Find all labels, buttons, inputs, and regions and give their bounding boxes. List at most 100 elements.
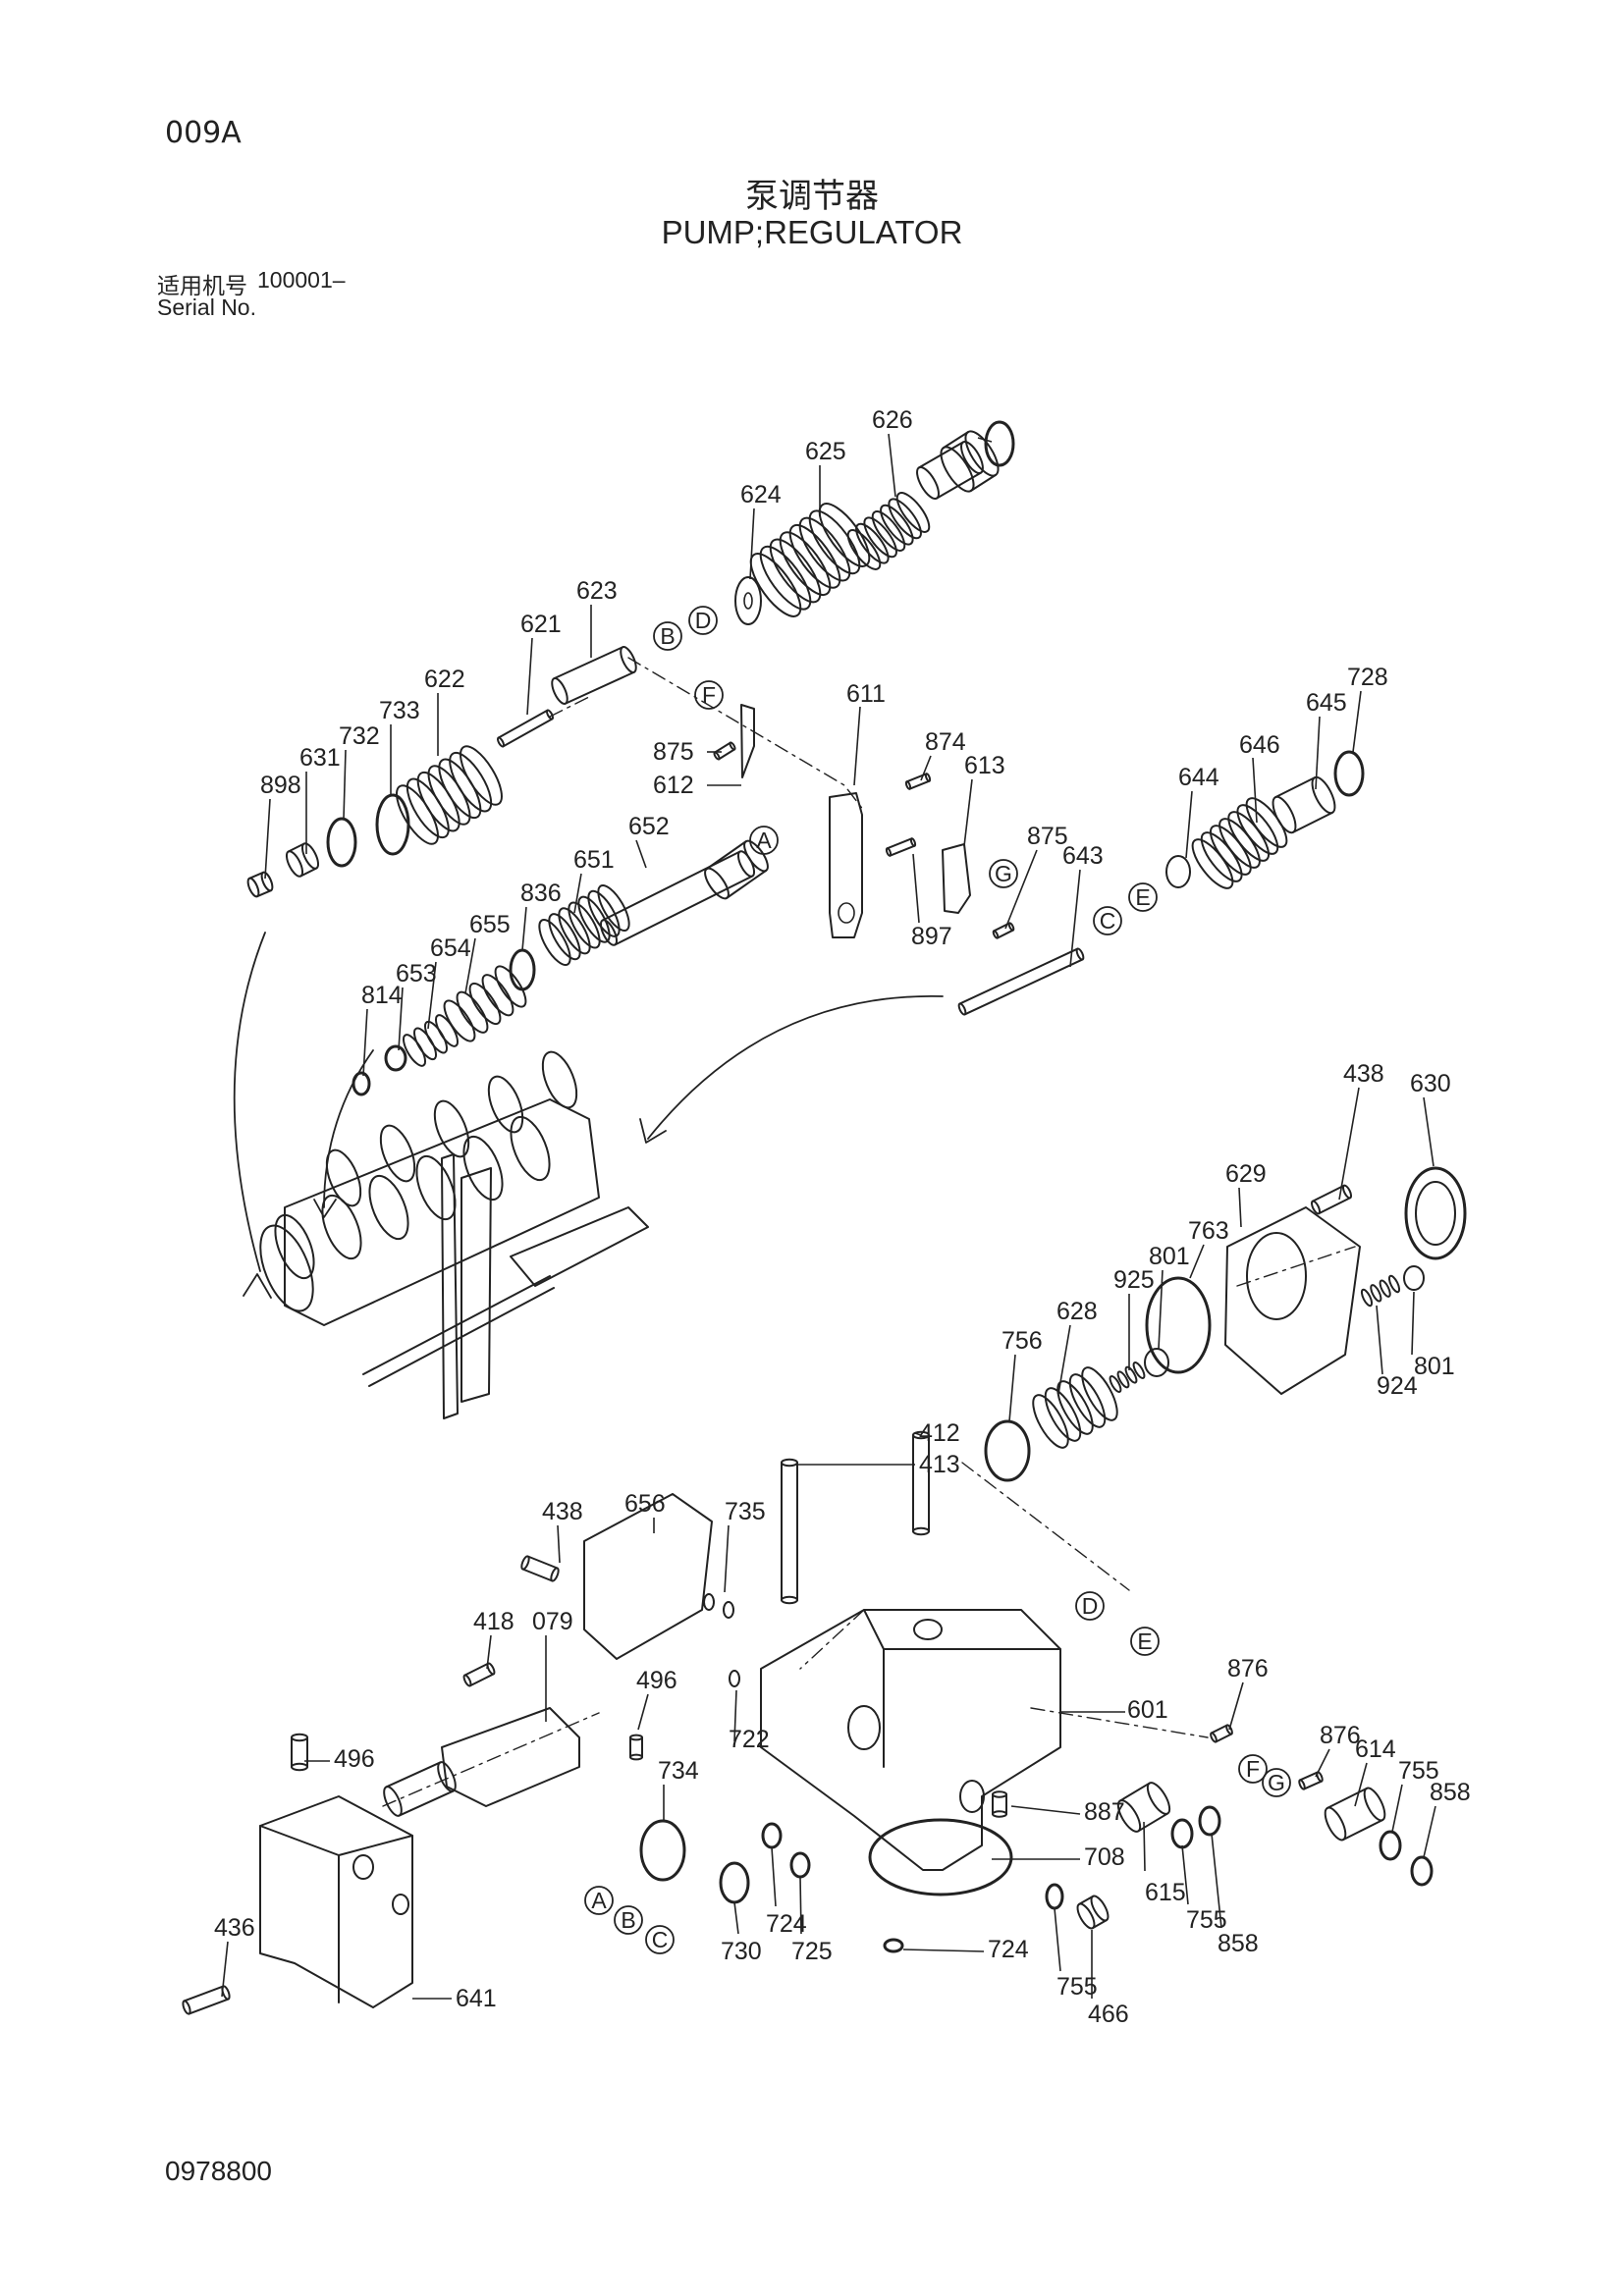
cylinder-end: [713, 751, 721, 761]
ref-circle: [645, 1925, 675, 1954]
cylinder-side: [463, 1662, 495, 1687]
cylinder-end: [912, 1430, 930, 1440]
leader-line: [1057, 1324, 1071, 1395]
leader-line: [427, 961, 437, 1030]
cylinder-side: [942, 431, 998, 492]
leader-line: [920, 755, 932, 781]
pin-876-b: [1298, 1771, 1324, 1790]
callout-label: 801: [1149, 1243, 1190, 1270]
housing-port: [959, 1780, 985, 1813]
piston-645: [1272, 775, 1336, 834]
cylinder-end: [909, 837, 917, 847]
bolt-412: [912, 1430, 930, 1536]
center-line: [1030, 1707, 1209, 1738]
cylinder-end: [545, 709, 555, 721]
ref-letter: E: [1135, 884, 1150, 910]
callout-label: 466: [1088, 2001, 1129, 2028]
callout-label: 735: [725, 1498, 766, 1525]
callout-label: 621: [520, 611, 562, 638]
ref-marker-a: A: [584, 1886, 614, 1915]
cylinder-end: [992, 1810, 1007, 1818]
callout-label: 651: [573, 846, 615, 874]
leader-line: [1423, 1805, 1436, 1858]
callout-label: 898: [260, 772, 301, 799]
spring-seat-644: [1165, 855, 1191, 888]
cylinder-end: [285, 850, 304, 878]
cylinder-end: [904, 780, 912, 790]
cylinder-side: [992, 1793, 1007, 1815]
ref-marker-d: D: [1075, 1591, 1105, 1621]
cylinder-end: [246, 877, 260, 898]
callout-label: 438: [1343, 1060, 1384, 1088]
cylinder-side: [705, 840, 768, 899]
spring-coil: [597, 883, 630, 933]
o-ring-708: [868, 1818, 1013, 1896]
leader-line: [362, 1008, 368, 1077]
leader-line: [464, 937, 476, 994]
callout-label: 496: [334, 1745, 375, 1773]
bolt-418: [462, 1662, 496, 1687]
callout-label: 924: [1377, 1372, 1418, 1400]
o-ring-724-bottom: [883, 1938, 904, 1953]
o-ring-735-b: [723, 1601, 734, 1619]
serial-label-english: Serial No.: [157, 294, 256, 320]
o-ring-732: [984, 420, 1015, 467]
callout-label: 412: [919, 1419, 960, 1447]
callout-label: 622: [424, 666, 465, 693]
callout-label: 732: [339, 722, 380, 750]
leader-line: [1376, 1305, 1383, 1375]
assembled-spool-land: [541, 1050, 578, 1109]
o-ring-725: [789, 1851, 811, 1879]
callout-label: 755: [1056, 1973, 1098, 2001]
callout-label: 858: [1430, 1779, 1471, 1806]
ref-marker-e: E: [1128, 882, 1158, 912]
lever-611-hole: [838, 902, 855, 924]
block-641-edges: [259, 1825, 413, 2003]
leader-line: [1143, 1821, 1146, 1872]
cylinder-end: [1076, 1902, 1096, 1930]
ref-circle: [694, 680, 724, 710]
pin-887: [992, 1790, 1007, 1818]
assembled-levers: [441, 1153, 492, 1419]
cylinder-end: [1146, 1782, 1171, 1815]
callout-label: 612: [653, 772, 694, 799]
pin-621: [496, 709, 555, 748]
spring-coil: [1116, 1370, 1130, 1389]
plug-898: [246, 871, 274, 898]
cylinder-end: [912, 1526, 930, 1536]
spring-coil: [855, 522, 890, 564]
outer-spring-625: [749, 503, 871, 617]
o-ring-735: [703, 1593, 715, 1611]
cylinder-end: [704, 867, 730, 900]
assembly-arrow-left: [233, 932, 266, 1272]
spring-coil: [558, 907, 591, 955]
set-screw-924: [1360, 1274, 1401, 1308]
spring-coil: [548, 913, 581, 961]
callout-label: 643: [1062, 842, 1104, 870]
plug-466: [1076, 1895, 1110, 1930]
pilot-piston-623: [551, 646, 637, 705]
title-english: PUMP;REGULATOR: [661, 214, 963, 250]
cylinder-end: [964, 430, 1000, 477]
leader-line: [912, 853, 920, 924]
snap-ring-858: [1198, 1805, 1221, 1837]
callout-label: 708: [1084, 1843, 1125, 1871]
assembly-arrowhead: [313, 1199, 337, 1218]
leader-lines: [221, 433, 1436, 2000]
leader-line: [343, 749, 347, 820]
cylinder-end: [1298, 1779, 1306, 1790]
cylinder-side: [886, 837, 916, 857]
spool-652: [599, 850, 756, 946]
ref-letter: F: [702, 682, 716, 708]
ring-836: [509, 948, 536, 991]
spring-coil: [481, 974, 514, 1017]
ref-circle: [1128, 882, 1158, 912]
ref-letter: E: [1137, 1629, 1152, 1654]
pin-875-lower: [992, 922, 1015, 939]
ref-circle: [688, 606, 718, 635]
assembled-spool-land: [487, 1075, 524, 1134]
assembly-arrowhead: [243, 1273, 272, 1299]
cylinder-end: [462, 1674, 472, 1687]
leader-line: [799, 1876, 802, 1935]
